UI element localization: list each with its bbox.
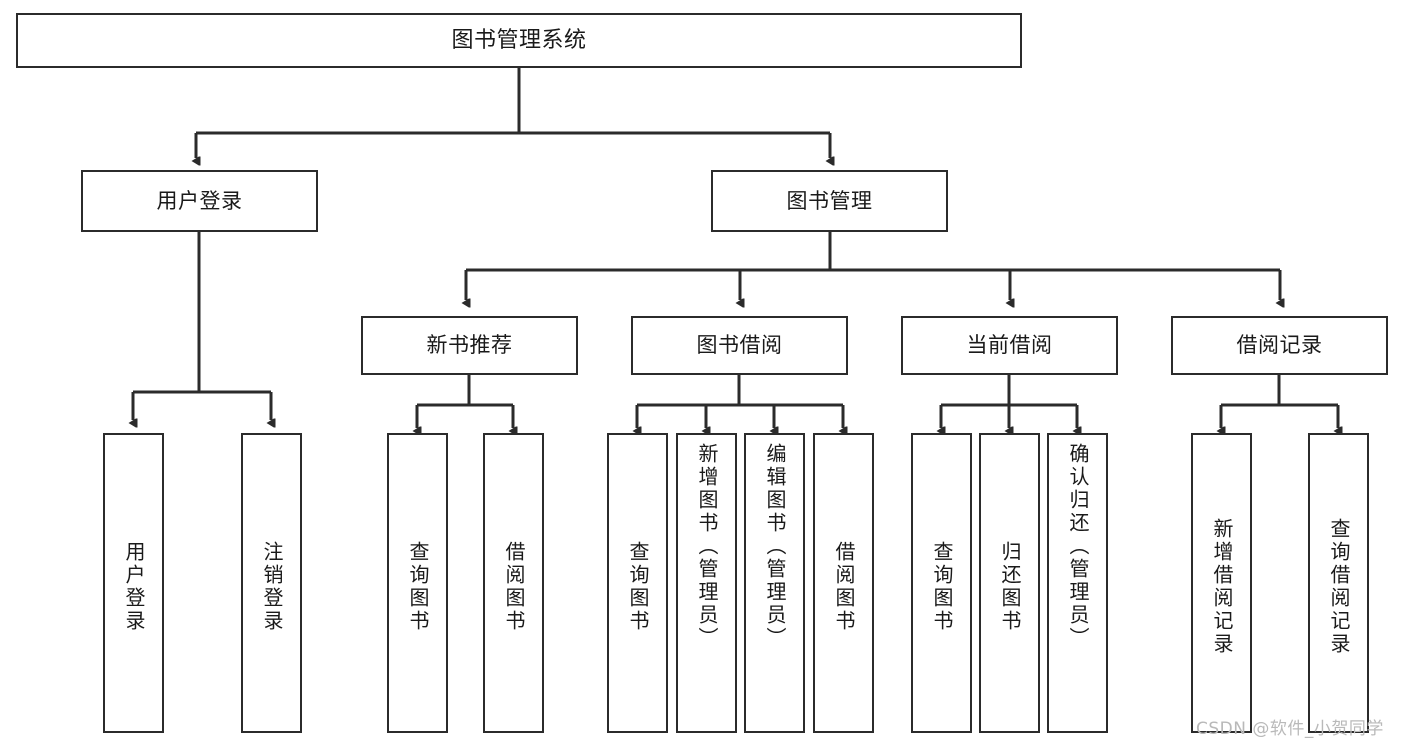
leaf-logout[interactable]: 注销登录 xyxy=(241,433,302,733)
node-book-borrow[interactable]: 图书借阅 xyxy=(631,316,848,375)
leaf-borrow-book-2[interactable]: 借阅图书 xyxy=(813,433,874,733)
node-label: 确认归还（管理员） xyxy=(1066,443,1090,650)
leaf-edit-book[interactable]: 编辑图书（管理员） xyxy=(744,433,805,733)
node-new-book-recommend[interactable]: 新书推荐 xyxy=(361,316,578,375)
leaf-query-book-1[interactable]: 查询图书 xyxy=(387,433,448,733)
node-label: 借阅记录 xyxy=(1236,333,1323,358)
node-label: 注销登录 xyxy=(260,541,284,633)
node-root-system[interactable]: 图书管理系统 xyxy=(16,13,1022,68)
node-label: 编辑图书（管理员） xyxy=(763,443,787,650)
leaf-query-record[interactable]: 查询借阅记录 xyxy=(1308,433,1369,733)
node-label: 查询图书 xyxy=(406,541,430,633)
leaf-user-login[interactable]: 用户登录 xyxy=(103,433,164,733)
node-label: 当前借阅 xyxy=(966,333,1053,358)
node-label: 查询借阅记录 xyxy=(1327,518,1351,656)
node-book-management[interactable]: 图书管理 xyxy=(711,170,948,232)
node-label: 借阅图书 xyxy=(832,541,856,633)
node-label: 归还图书 xyxy=(998,541,1022,633)
leaf-add-record[interactable]: 新增借阅记录 xyxy=(1191,433,1252,733)
node-label: 图书管理 xyxy=(786,188,873,213)
node-label: 用户登录 xyxy=(156,188,243,213)
leaf-borrow-book-1[interactable]: 借阅图书 xyxy=(483,433,544,733)
node-label: 查询图书 xyxy=(930,541,954,633)
leaf-query-book-3[interactable]: 查询图书 xyxy=(911,433,972,733)
node-label: 图书管理系统 xyxy=(451,27,587,53)
node-label: 查询图书 xyxy=(626,541,650,633)
node-current-borrow[interactable]: 当前借阅 xyxy=(901,316,1118,375)
node-borrow-record[interactable]: 借阅记录 xyxy=(1171,316,1388,375)
node-label: 新书推荐 xyxy=(426,333,513,358)
leaf-return-book[interactable]: 归还图书 xyxy=(979,433,1040,733)
leaf-add-book[interactable]: 新增图书（管理员） xyxy=(676,433,737,733)
node-label: 图书借阅 xyxy=(696,333,783,358)
node-user-login[interactable]: 用户登录 xyxy=(81,170,318,232)
leaf-confirm-return[interactable]: 确认归还（管理员） xyxy=(1047,433,1108,733)
leaf-query-book-2[interactable]: 查询图书 xyxy=(607,433,668,733)
node-label: 用户登录 xyxy=(122,541,146,633)
node-label: 新增借阅记录 xyxy=(1210,518,1234,656)
watermark-csdn: CSDN @软件_小贺同学 xyxy=(1196,719,1384,739)
node-label: 新增图书（管理员） xyxy=(695,443,719,650)
node-label: 借阅图书 xyxy=(502,541,526,633)
